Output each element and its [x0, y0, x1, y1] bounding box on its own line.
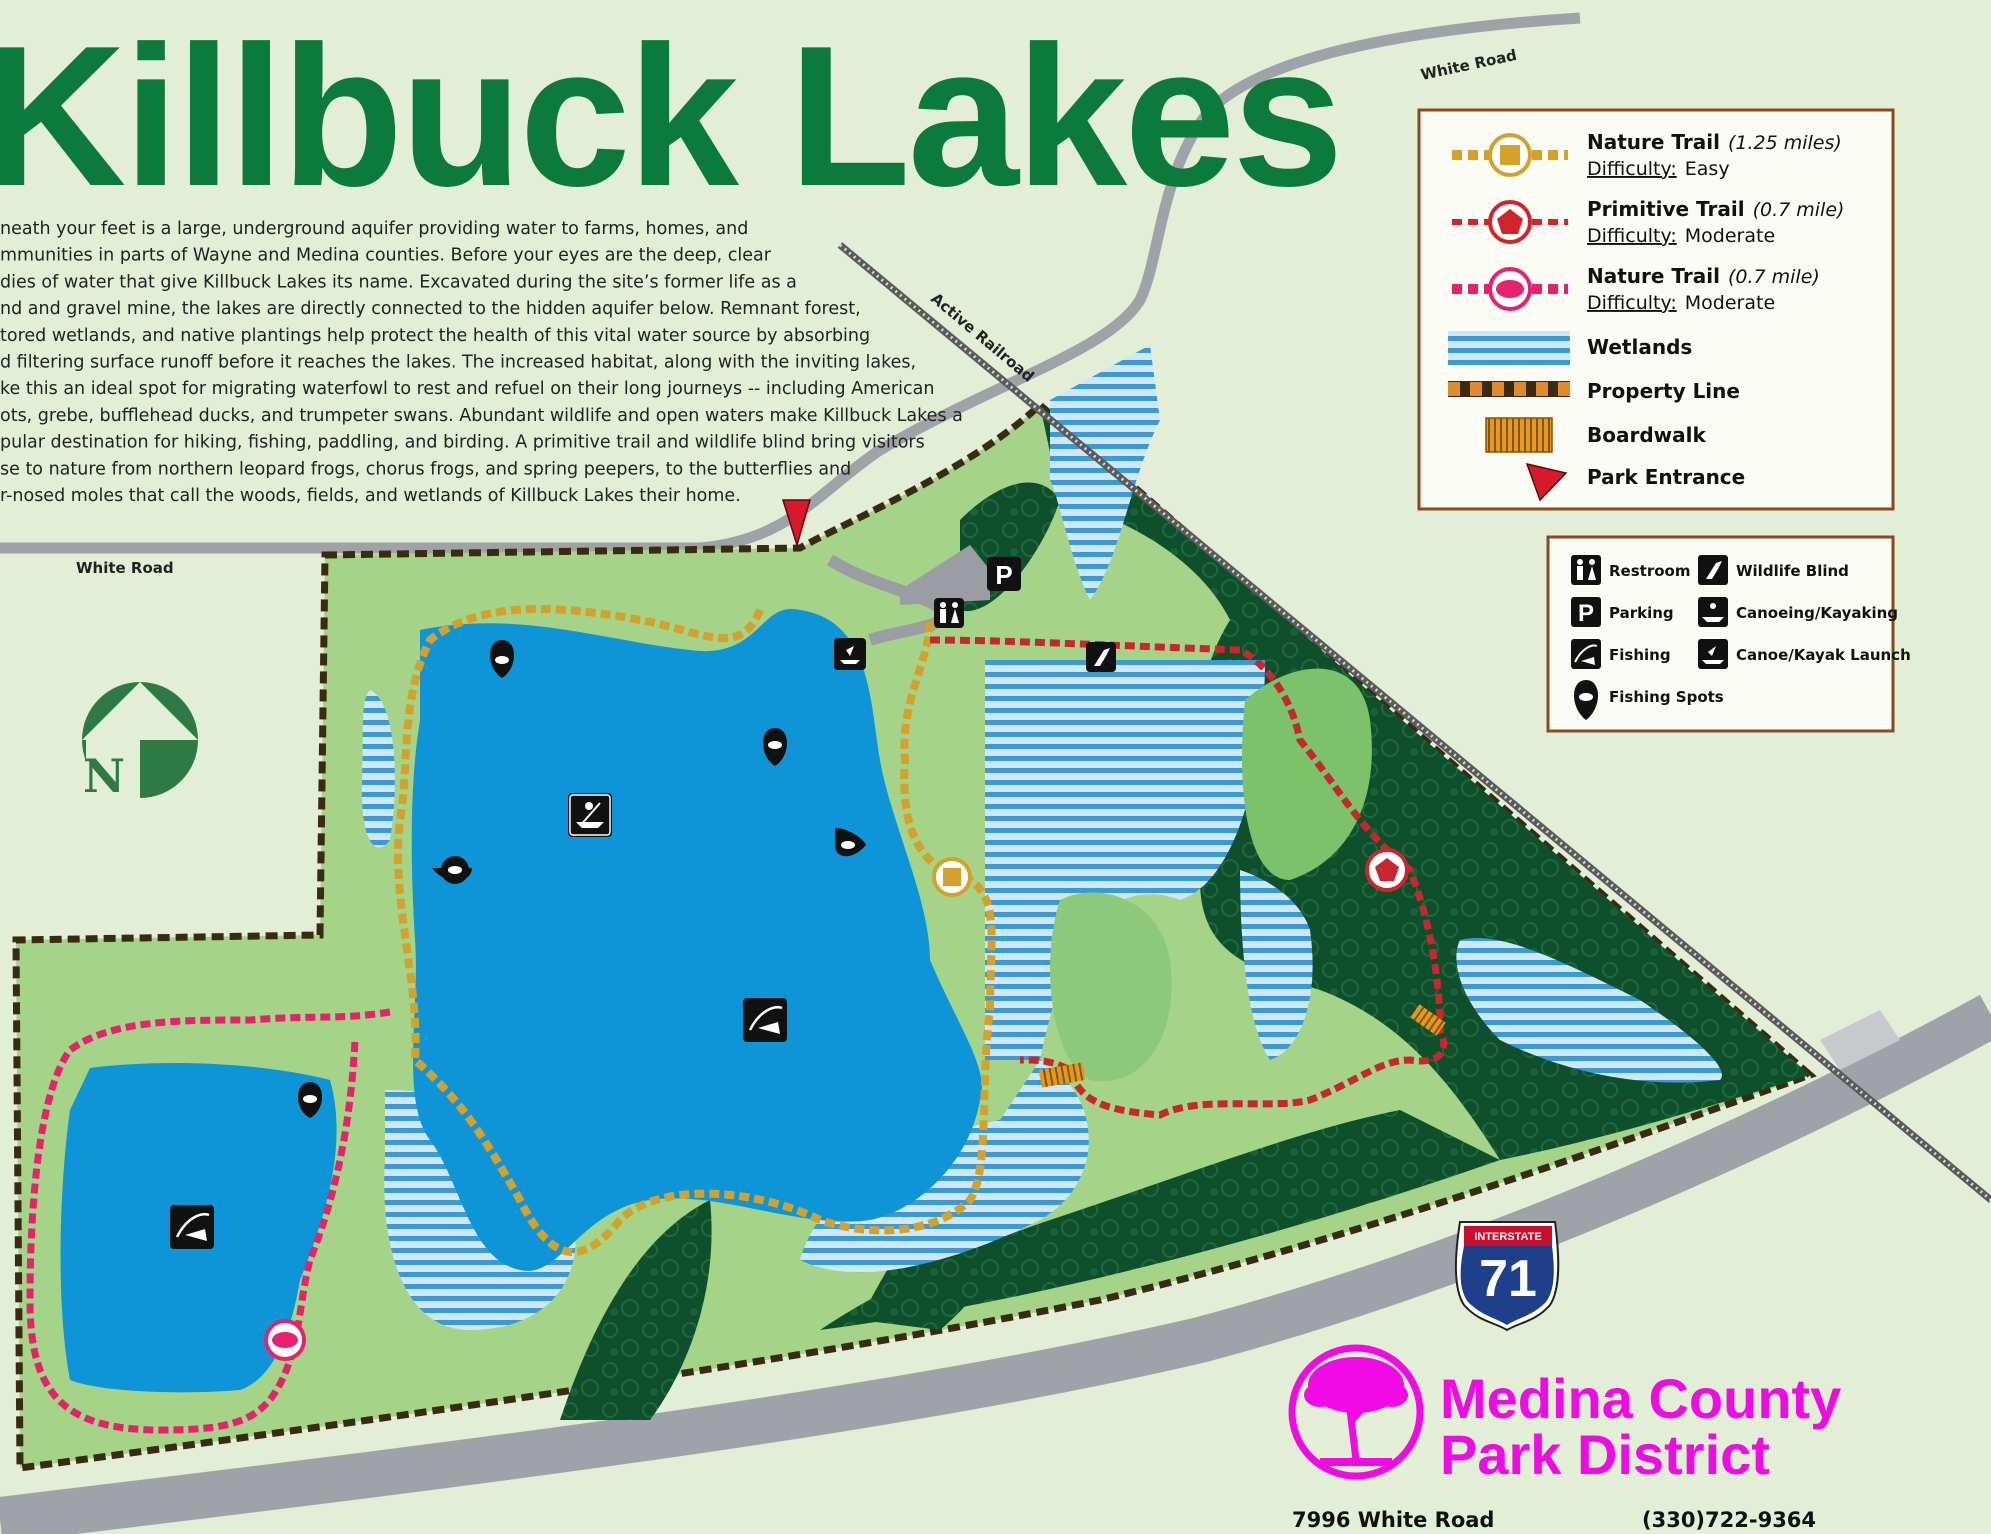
parking-lot [900, 545, 990, 605]
fishing-spot-icon [1574, 680, 1598, 720]
legend-item-nature-trail-moderate: Nature Trail(0.7 mile) [1587, 264, 1820, 288]
intro-paragraph: neath your feet is a large, underground … [0, 219, 963, 506]
overpass [1820, 1010, 1900, 1070]
legend-difficulty-easy: Difficulty:Easy [1587, 158, 1730, 180]
amenity-fishing-label: Fishing [1609, 646, 1671, 664]
north-letter: N [83, 749, 125, 803]
boardwalk-center [1038, 1062, 1086, 1088]
amenity-restroom-label: Restroom [1609, 562, 1690, 580]
brand-line-2: Park District [1440, 1423, 1770, 1486]
intro-line: d filtering surface runoff before it rea… [0, 353, 916, 373]
intro-line: ke this an ideal spot for migrating wate… [0, 379, 934, 399]
property-line-swatch [1448, 381, 1570, 397]
legend-item-nature-trail-easy: Nature Trail(1.25 miles) [1587, 130, 1842, 154]
wetland-west-strip [361, 690, 395, 848]
forest-patch-2 [560, 1200, 712, 1420]
railroad [837, 242, 1991, 1203]
intro-line: dies of water that give Killbuck Lakes i… [0, 272, 797, 292]
amenity-fishing-spots-label: Fishing Spots [1609, 688, 1724, 706]
north-arrow: N [82, 682, 198, 803]
white-road [0, 12, 1581, 554]
amenity-canoeing-label: Canoeing/Kayaking [1736, 604, 1898, 622]
map-title: Killbuck Lakes [0, 5, 1341, 228]
intro-line: mmunities in parts of Wayne and Medina c… [0, 246, 772, 266]
legend-item-primitive-trail: Primitive Trail(0.7 mile) [1587, 197, 1844, 221]
intro-line: r-nosed moles that call the woods, field… [0, 486, 741, 506]
killbuck-lake-main [411, 608, 982, 1271]
fishing-spot-icon [298, 1082, 322, 1118]
nature-trail-easy [393, 604, 996, 1256]
fishing-icon-small-lake [170, 1205, 214, 1249]
wetland-east [1456, 938, 1722, 1083]
intro-line: tored wetlands, and native plantings hel… [0, 326, 870, 346]
primitive-trail-marker [1365, 848, 1409, 892]
legend-item-boardwalk: Boardwalk [1587, 423, 1706, 447]
nature-trail-moderate-marker [264, 1319, 306, 1361]
legend-difficulty-primitive: Difficulty:Moderate [1587, 225, 1775, 247]
intro-line: pular destination for hiking, fishing, p… [0, 433, 925, 453]
restroom-icon [934, 598, 964, 628]
canoe-icon [568, 793, 612, 837]
boardwalk-swatch [1485, 417, 1553, 453]
canoe-icon [1698, 597, 1728, 627]
legend-item-park-entrance: Park Entrance [1587, 465, 1745, 489]
bird-icon [1086, 642, 1116, 672]
wetland-east-small [1240, 870, 1313, 1060]
forest-south [820, 1110, 1500, 1330]
intro-line: se to nature from northern leopard frogs… [0, 459, 851, 479]
meadow-center [1050, 892, 1172, 1082]
amenity-wildlife-blind-label: Wildlife Blind [1736, 562, 1849, 580]
restroom-icon [1571, 555, 1601, 585]
park-address: 7996 White Road [1292, 1508, 1494, 1532]
interstate-number: 71 [1479, 1250, 1537, 1308]
park-entrance-icon [781, 499, 811, 548]
nature-trail-easy-marker [932, 857, 972, 897]
amenity-parking-label: Parking [1609, 604, 1674, 622]
intro-line: ots, grebe, bufflehead ducks, and trumpe… [0, 406, 963, 426]
intro-line: nd and gravel mine, the lakes are direct… [0, 299, 861, 319]
primitive-trail-swatch [1452, 200, 1568, 244]
fishing-icon [1571, 639, 1601, 669]
park-phone: (330)722-9364 [1642, 1508, 1816, 1532]
fishing-icon [743, 998, 787, 1042]
park-district-logo [1288, 1344, 1424, 1480]
legend-item-wetlands: Wetlands [1587, 335, 1692, 359]
launch-icon [834, 638, 866, 670]
amenity-launch-label: Canoe/Kayak Launch [1736, 646, 1911, 664]
interstate-71-shield: INTERSTATE 71 [1454, 1221, 1560, 1332]
forest-east [1040, 405, 1810, 1160]
parking-icon: P [987, 557, 1021, 591]
fishing-spot-icon [490, 640, 514, 678]
legend-item-property-line: Property Line [1587, 379, 1740, 403]
legend-difficulty-moderate: Difficulty:Moderate [1587, 292, 1775, 314]
trail-legend: Nature Trail(1.25 miles) Difficulty:Easy… [1417, 108, 1895, 511]
brand-line-1: Medina County [1440, 1367, 1841, 1430]
svg-text:P: P [995, 560, 1012, 590]
wetland-north [1050, 345, 1160, 600]
meadow-east [1242, 668, 1372, 880]
bird-icon [1698, 555, 1728, 585]
nature-trail-easy-swatch [1452, 133, 1568, 177]
white-road-label-left: White Road [76, 559, 174, 577]
fishing-spot-icon [432, 856, 472, 884]
launch-icon [1698, 639, 1728, 669]
interstate-71-road [0, 994, 1991, 1534]
boardwalk-east [1410, 1004, 1446, 1036]
interstate-label: INTERSTATE [1474, 1231, 1541, 1243]
parking-icon: P [1571, 597, 1601, 627]
fishing-spot-icon [835, 828, 866, 857]
amenities-legend: Restroom Wildlife Blind P Parking Canoei… [1546, 535, 1911, 733]
svg-text:P: P [1578, 600, 1594, 627]
fishing-spot-icon [763, 728, 787, 766]
nature-trail-moderate-swatch [1452, 267, 1568, 311]
intro-line: neath your feet is a large, underground … [0, 219, 748, 239]
park-entrance-swatch-icon [1525, 462, 1568, 502]
nature-trail-moderate [26, 1008, 391, 1434]
wetlands-swatch [1448, 331, 1570, 365]
